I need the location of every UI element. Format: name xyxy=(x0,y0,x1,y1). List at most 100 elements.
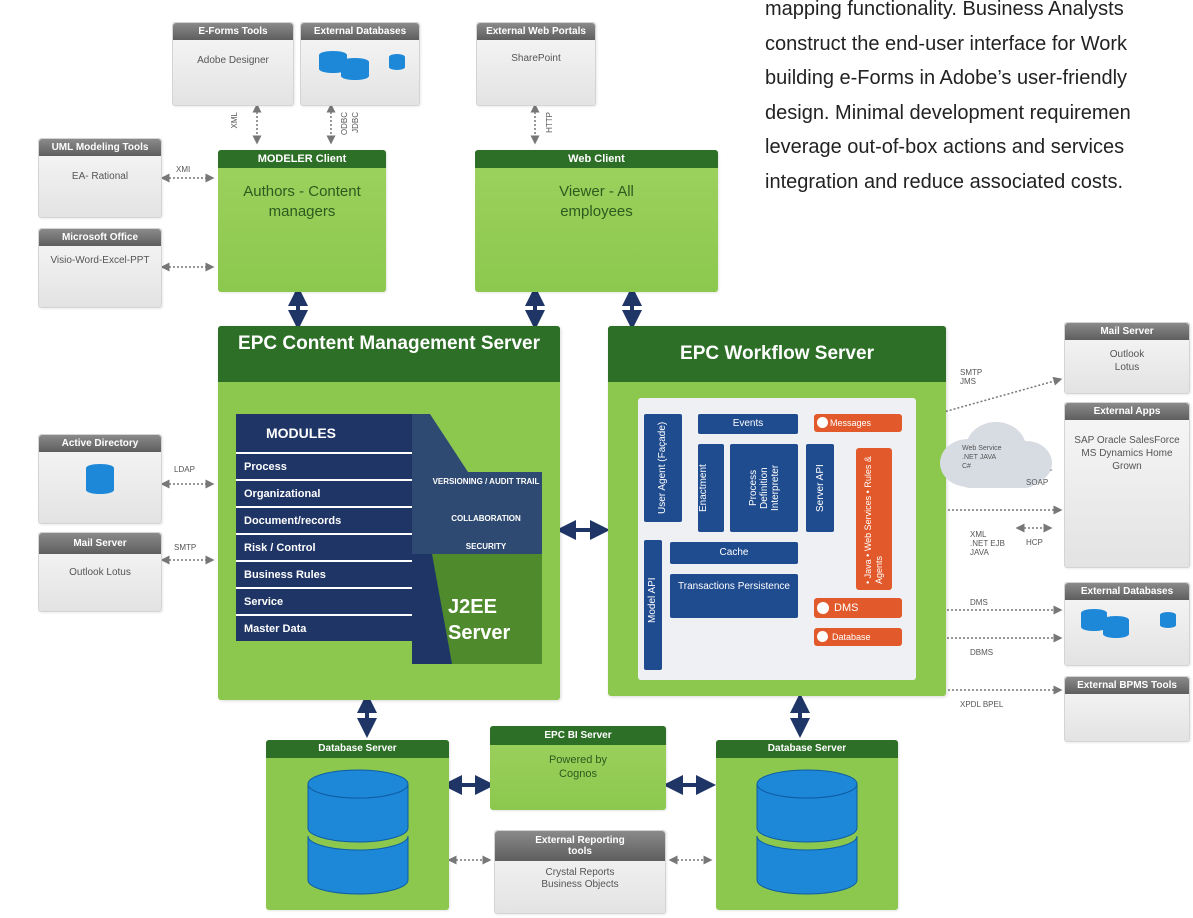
eforms-tools-box: E-Forms Tools Adobe Designer xyxy=(172,22,294,106)
feature-versioning: VERSIONING / AUDIT TRAIL xyxy=(432,477,540,486)
ext-apps-body: SAP Oracle SalesForce MS Dynamics Home G… xyxy=(1074,435,1180,472)
server-api-label: Server API xyxy=(814,464,826,512)
eforms-title: E-Forms Tools xyxy=(173,23,293,40)
soap-label: SOAP xyxy=(1026,478,1049,487)
odbc-label: ODBC xyxy=(340,112,349,136)
content-management-server: EPC Content Management Server MODULES Pr… xyxy=(218,326,560,700)
bi-body: Powered by Cognos xyxy=(548,754,608,780)
uml-body: EA- Rational xyxy=(71,171,129,182)
mail-left-title: Mail Server xyxy=(39,533,161,554)
mail-server-left-box: Mail Server Outlook Lotus xyxy=(38,532,162,612)
modeler-title: MODELER Client xyxy=(218,150,386,168)
module-item: Master Data xyxy=(236,614,426,641)
model-api-label: Model API xyxy=(647,577,658,623)
ext-db-top-title: External Databases xyxy=(301,23,419,40)
ext-web-body: SharePoint xyxy=(511,53,561,64)
database-connector: Database xyxy=(814,628,902,646)
server-api-box: Server API xyxy=(806,444,834,532)
database-icon xyxy=(756,769,858,895)
cms-title: EPC Content Management Server xyxy=(218,326,560,382)
xmi-label: XMI xyxy=(176,165,191,174)
intro-line: construct the end-user interface for Wor… xyxy=(765,32,1128,55)
microsoft-office-box: Microsoft Office Visio-Word-Excel-PPT xyxy=(38,228,162,308)
modeler-client-box: MODELER Client Authors - Content manager… xyxy=(218,150,386,292)
external-databases-top-box: External Databases xyxy=(300,22,420,106)
active-directory-box: Active Directory xyxy=(38,434,162,524)
user-agent-box: User Agent (Façade) xyxy=(644,414,682,522)
web-client-body: Viewer - All employees xyxy=(559,183,634,220)
java-services-box: • Java • Web Services • Rules & Agents xyxy=(856,448,892,590)
connector-icon xyxy=(817,631,828,642)
intro-line: design. Minimal development requiremen xyxy=(765,101,1131,124)
features-wedge xyxy=(412,414,542,664)
mail-right-title: Mail Server xyxy=(1065,323,1189,340)
module-item: Document/records xyxy=(236,506,426,533)
database-icon xyxy=(86,464,114,494)
database-label: Database xyxy=(832,632,871,642)
module-item: Business Rules xyxy=(236,560,426,587)
transactions-box: Transactions Persistence xyxy=(670,574,798,618)
ms-office-body: Visio-Word-Excel-PPT xyxy=(50,255,150,266)
messages-label: Messages xyxy=(830,418,872,428)
external-bpms-tools-box: External BPMS Tools xyxy=(1064,676,1190,742)
j2ee-server-label: J2EE Server xyxy=(448,596,511,644)
db-right-title: Database Server xyxy=(716,740,898,758)
module-item: Process xyxy=(236,452,426,479)
dms-label: DMS xyxy=(834,602,859,614)
ext-reporting-body: Crystal Reports Business Objects xyxy=(541,867,619,890)
events-box: Events xyxy=(698,414,798,434)
ext-bpms-title: External BPMS Tools xyxy=(1065,677,1189,694)
web-service-cloud xyxy=(940,422,1052,488)
connector-icon xyxy=(817,602,829,614)
active-dir-title: Active Directory xyxy=(39,435,161,452)
workflow-server: EPC Workflow Server User Agent (Façade) … xyxy=(608,326,946,696)
mail-server-right-box: Mail Server Outlook Lotus xyxy=(1064,322,1190,394)
process-def-label: Process Definition Interpreter xyxy=(747,464,781,512)
wf-title: EPC Workflow Server xyxy=(608,326,946,382)
cache-box: Cache xyxy=(670,542,798,564)
intro-line: building e-Forms in Adobe’s user-friendl… xyxy=(765,67,1128,89)
module-item: Risk / Control xyxy=(236,533,426,560)
java-services-label: • Java • Web Services • Rules & Agents xyxy=(863,456,884,584)
xpdl-label: XPDL BPEL xyxy=(960,700,1004,709)
ext-web-title: External Web Portals xyxy=(477,23,595,40)
dms-line-label: DMS xyxy=(970,598,988,607)
intro-line: leverage out-of-box actions and services xyxy=(765,136,1125,158)
external-reporting-box: External Reporting tools Crystal Reports… xyxy=(494,830,666,914)
module-item: Organizational xyxy=(236,479,426,506)
dbms-line-label: DBMS xyxy=(970,648,994,657)
enactment-box: Enactment xyxy=(698,444,724,532)
epc-bi-server-box: EPC BI Server Powered by Cognos xyxy=(490,726,666,810)
database-icon xyxy=(1081,609,1176,638)
http-label: HTTP xyxy=(545,112,554,133)
database-server-left: Database Server xyxy=(266,740,449,910)
modules-panel: MODULES Process Organizational Document/… xyxy=(236,414,548,664)
feature-security: SECURITY xyxy=(465,542,507,551)
enactment-label: Enactment xyxy=(698,464,709,512)
intro-paragraph: mapping functionality. Business Analysts… xyxy=(765,0,1193,199)
feature-collaboration: COLLABORATION xyxy=(451,514,521,523)
external-web-portals-box: External Web Portals SharePoint xyxy=(476,22,596,106)
mail-right-body: Outlook Lotus xyxy=(1109,349,1145,373)
eforms-body: Adobe Designer xyxy=(197,55,269,66)
database-icon xyxy=(319,51,405,80)
intro-line: mapping functionality. Business Analysts xyxy=(765,0,1124,20)
external-apps-box: External Apps SAP Oracle SalesForce MS D… xyxy=(1064,402,1190,568)
module-item: Service xyxy=(236,587,426,614)
smtp-left-label: SMTP xyxy=(174,543,197,552)
database-server-right: Database Server xyxy=(716,740,898,910)
web-client-title: Web Client xyxy=(475,150,718,168)
model-api-box: Model API xyxy=(644,540,662,670)
xml-label: XML xyxy=(230,112,239,129)
ext-apps-title: External Apps xyxy=(1065,403,1189,420)
bi-title: EPC BI Server xyxy=(490,726,666,745)
hcp-label: HCP xyxy=(1026,538,1043,547)
intro-line: integration and reduce associated costs. xyxy=(765,170,1123,193)
user-agent-label: User Agent (Façade) xyxy=(657,421,668,515)
smtp-jms-label: SMTP JMS xyxy=(960,368,983,386)
connector-icon xyxy=(817,417,828,428)
external-databases-right-box: External Databases xyxy=(1064,582,1190,666)
database-icon xyxy=(307,769,408,895)
ext-db-right-title: External Databases xyxy=(1065,583,1189,600)
ldap-label: LDAP xyxy=(174,465,195,474)
